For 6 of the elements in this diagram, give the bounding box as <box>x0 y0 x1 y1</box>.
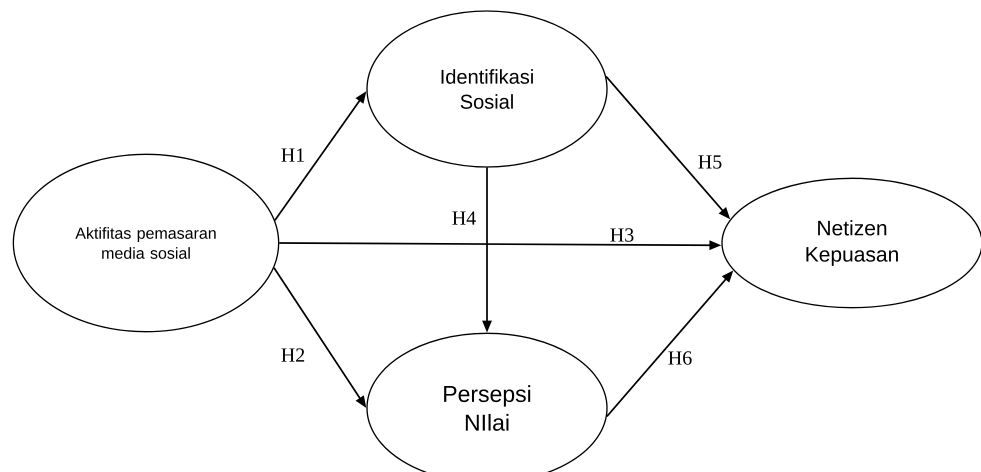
edge-label: H3 <box>608 226 636 244</box>
edge-label: H2 <box>279 347 307 363</box>
edge-label: H5 <box>696 154 724 170</box>
edge-label: H4 <box>450 210 478 226</box>
edge-label: H6 <box>666 350 694 366</box>
edge-label: H1 <box>279 147 307 163</box>
